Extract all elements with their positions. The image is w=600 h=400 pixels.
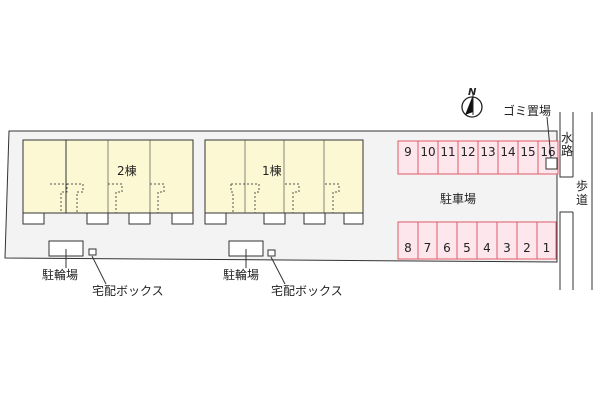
parking-slot-4: 4 xyxy=(483,241,491,255)
parking-slot-14: 14 xyxy=(500,145,516,159)
parking-slot-6: 6 xyxy=(443,241,451,255)
building-1-label: 1棟 xyxy=(262,164,282,178)
delivery-box-1 xyxy=(267,249,276,257)
building-1 xyxy=(204,139,364,225)
parking-slot-7: 7 xyxy=(423,241,432,255)
sidewalk-label-2: 道 xyxy=(575,193,588,207)
building-2-label: 2棟 xyxy=(117,164,137,178)
parking-slot-10: 10 xyxy=(420,145,436,159)
delivery-box-1-label: 宅配ボックス xyxy=(271,284,343,298)
parking-slot-13: 13 xyxy=(480,145,496,159)
parking-slot-16: 16 xyxy=(540,145,556,159)
parking-slot-12: 12 xyxy=(460,145,476,159)
waterway-label-2: 路 xyxy=(560,144,573,158)
parking-row-bottom xyxy=(397,221,557,260)
building-2 xyxy=(22,139,194,225)
compass-north-label: N xyxy=(468,87,477,98)
garbage-area xyxy=(545,157,558,170)
parking-slot-1: 1 xyxy=(542,241,551,255)
parking-slot-5: 5 xyxy=(463,241,471,255)
garbage-area-label: ゴミ置場 xyxy=(503,104,552,118)
sidewalk-label-1: 歩 xyxy=(575,179,588,193)
parking-row-top xyxy=(397,140,559,175)
parking-slot-15: 15 xyxy=(520,145,536,159)
delivery-box-2 xyxy=(88,248,97,256)
waterway-label-1: 水 xyxy=(560,131,573,145)
bicycle-parking-2-label: 駐輪場 xyxy=(42,268,79,282)
parking-slot-2: 2 xyxy=(523,241,531,255)
parking-slot-8: 8 xyxy=(404,241,412,255)
bicycle-parking-1-label: 駐輪場 xyxy=(223,268,260,282)
parking-slot-3: 3 xyxy=(503,241,511,255)
parking-lot-label: 駐車場 xyxy=(440,192,477,206)
parking-slot-9: 9 xyxy=(404,145,412,159)
parking-slot-11: 11 xyxy=(440,145,456,159)
north-compass-icon xyxy=(461,95,483,118)
delivery-box-2-label: 宅配ボックス xyxy=(92,284,164,298)
